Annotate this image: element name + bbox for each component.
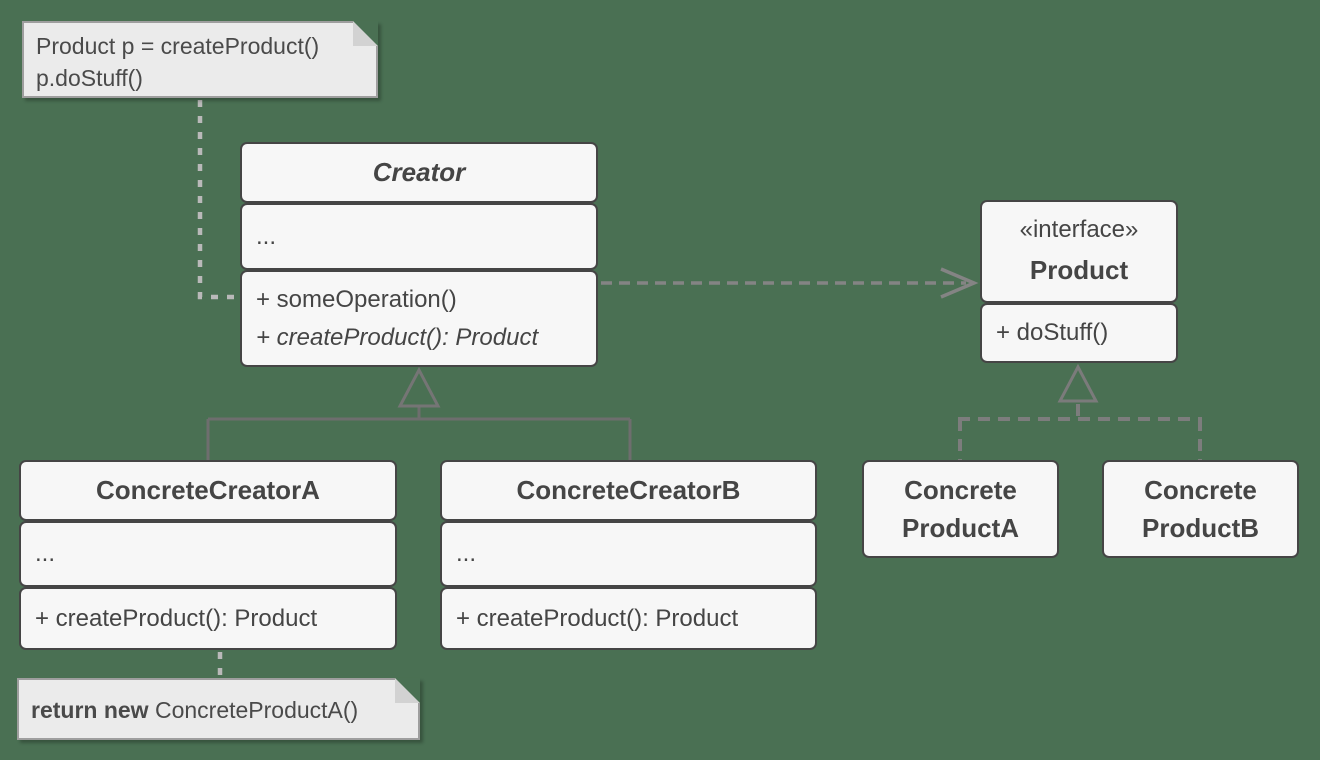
class-concrete-product-b: Concrete ProductB — [1102, 460, 1299, 558]
class-concrete-product-b-title: Concrete ProductB — [1102, 460, 1299, 558]
method-create-product-abstract: + createProduct(): Product — [256, 323, 539, 351]
class-concrete-creator-b: ConcreteCreatorB ... + createProduct(): … — [440, 460, 817, 650]
class-name-line: ProductA — [902, 513, 1019, 543]
class-name: ConcreteCreatorB — [516, 475, 741, 505]
class-creator-fields: ... — [240, 203, 598, 270]
class-concrete-product-a: Concrete ProductA — [862, 460, 1059, 558]
realization-lines — [958, 404, 1202, 461]
note-to-creator-link — [197, 100, 237, 300]
realization-triangle-icon — [1057, 363, 1099, 403]
class-concrete-creator-a: ConcreteCreatorA ... + createProduct(): … — [19, 460, 397, 650]
class-concrete-creator-a-fields: ... — [19, 521, 397, 587]
method-do-stuff: + doStuff() — [996, 319, 1109, 346]
dependency-arrowhead-icon — [940, 267, 979, 299]
class-name-line: ProductB — [1142, 513, 1259, 543]
note-text-bold: return new — [31, 697, 149, 723]
class-concrete-product-a-title: Concrete ProductA — [862, 460, 1059, 558]
class-concrete-creator-b-fields: ... — [440, 521, 817, 587]
class-name-line: Concrete — [904, 475, 1017, 505]
interface-product-title: «interface» Product — [980, 200, 1178, 303]
return-statement-note: return new ConcreteProductA() — [17, 678, 420, 740]
note-text-rest: ConcreteProductA() — [154, 697, 359, 723]
class-name-line: Concrete — [1144, 475, 1257, 505]
method-some-operation: + someOperation() — [256, 285, 457, 313]
class-concrete-creator-a-methods: + createProduct(): Product — [19, 587, 397, 650]
class-concrete-creator-b-title: ConcreteCreatorB — [440, 460, 817, 521]
method-create-product: + createProduct(): Product — [35, 604, 318, 632]
interface-product-methods: + doStuff() — [980, 303, 1178, 363]
interface-product: «interface» Product + doStuff() — [980, 200, 1178, 363]
generalization-lines — [206, 405, 632, 461]
interface-stereotype: «interface» — [1019, 215, 1139, 243]
note-text-line: Product p = createProduct() — [36, 33, 320, 59]
class-concrete-creator-a-title: ConcreteCreatorA — [19, 460, 397, 521]
class-creator-methods: + someOperation() + createProduct(): Pro… — [240, 270, 598, 367]
class-concrete-creator-b-methods: + createProduct(): Product — [440, 587, 817, 650]
class-creator-title: Creator — [240, 142, 598, 203]
method-create-product: + createProduct(): Product — [456, 604, 739, 632]
note-text-line: return new ConcreteProductA() — [31, 694, 418, 726]
client-code-note: Product p = createProduct() p.doStuff() — [22, 21, 378, 98]
note-text-line: p.doStuff() — [36, 65, 143, 91]
class-creator: Creator ... + someOperation() + createPr… — [240, 142, 598, 367]
generalization-triangle-icon — [397, 366, 441, 408]
class-name: Product — [1029, 254, 1129, 285]
class-name: Creator — [372, 157, 466, 187]
class-name: ConcreteCreatorA — [96, 475, 320, 505]
